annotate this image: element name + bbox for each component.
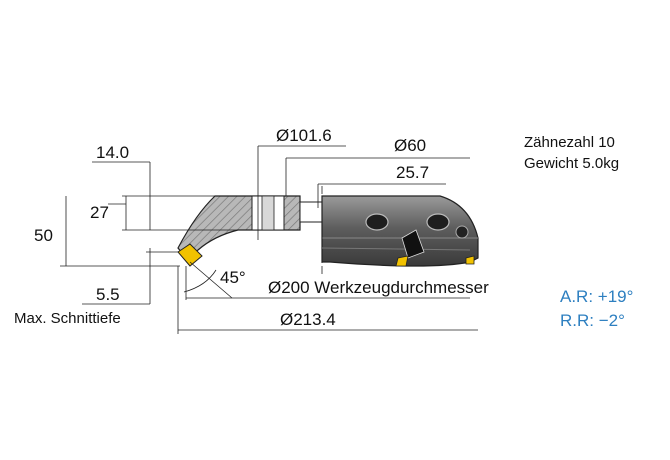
dimension-lines: [60, 145, 478, 334]
dim-d213: Ø213.4: [280, 310, 336, 329]
label-max-depth: Max. Schnittiefe: [14, 310, 121, 327]
dim-d101: Ø101.6: [276, 126, 332, 145]
radial-rake: R.R: −2°: [560, 311, 625, 330]
dim-d200: Ø200 Werkzeugdurchmesser: [268, 278, 489, 297]
cutter-section: [177, 195, 323, 267]
spec-weight: Gewicht 5.0kg: [524, 155, 619, 172]
dim-50: 50: [34, 226, 53, 245]
cutter-body: [321, 186, 479, 275]
dim-d60: Ø60: [394, 136, 426, 155]
dim-25-7: 25.7: [396, 163, 429, 182]
dim-5-5: 5.5: [96, 285, 120, 304]
axial-rake: A.R: +19°: [560, 287, 633, 306]
spec-teeth: Zähnezahl 10: [524, 134, 615, 151]
insert-icon: [177, 243, 203, 267]
dim-14: 14.0: [96, 143, 129, 162]
dim-27: 27: [90, 203, 109, 222]
dim-45-angle: 45°: [220, 268, 246, 287]
